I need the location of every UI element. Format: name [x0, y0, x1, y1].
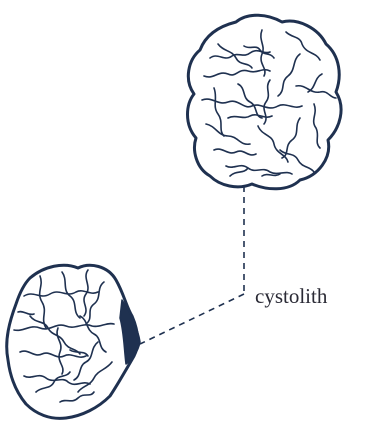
upper-cystolith: [188, 15, 342, 189]
leader-lines: [140, 186, 244, 344]
cystolith-label: cystolith: [255, 284, 327, 309]
leader-line-lower: [140, 294, 244, 344]
lower-cystolith: [7, 265, 140, 418]
